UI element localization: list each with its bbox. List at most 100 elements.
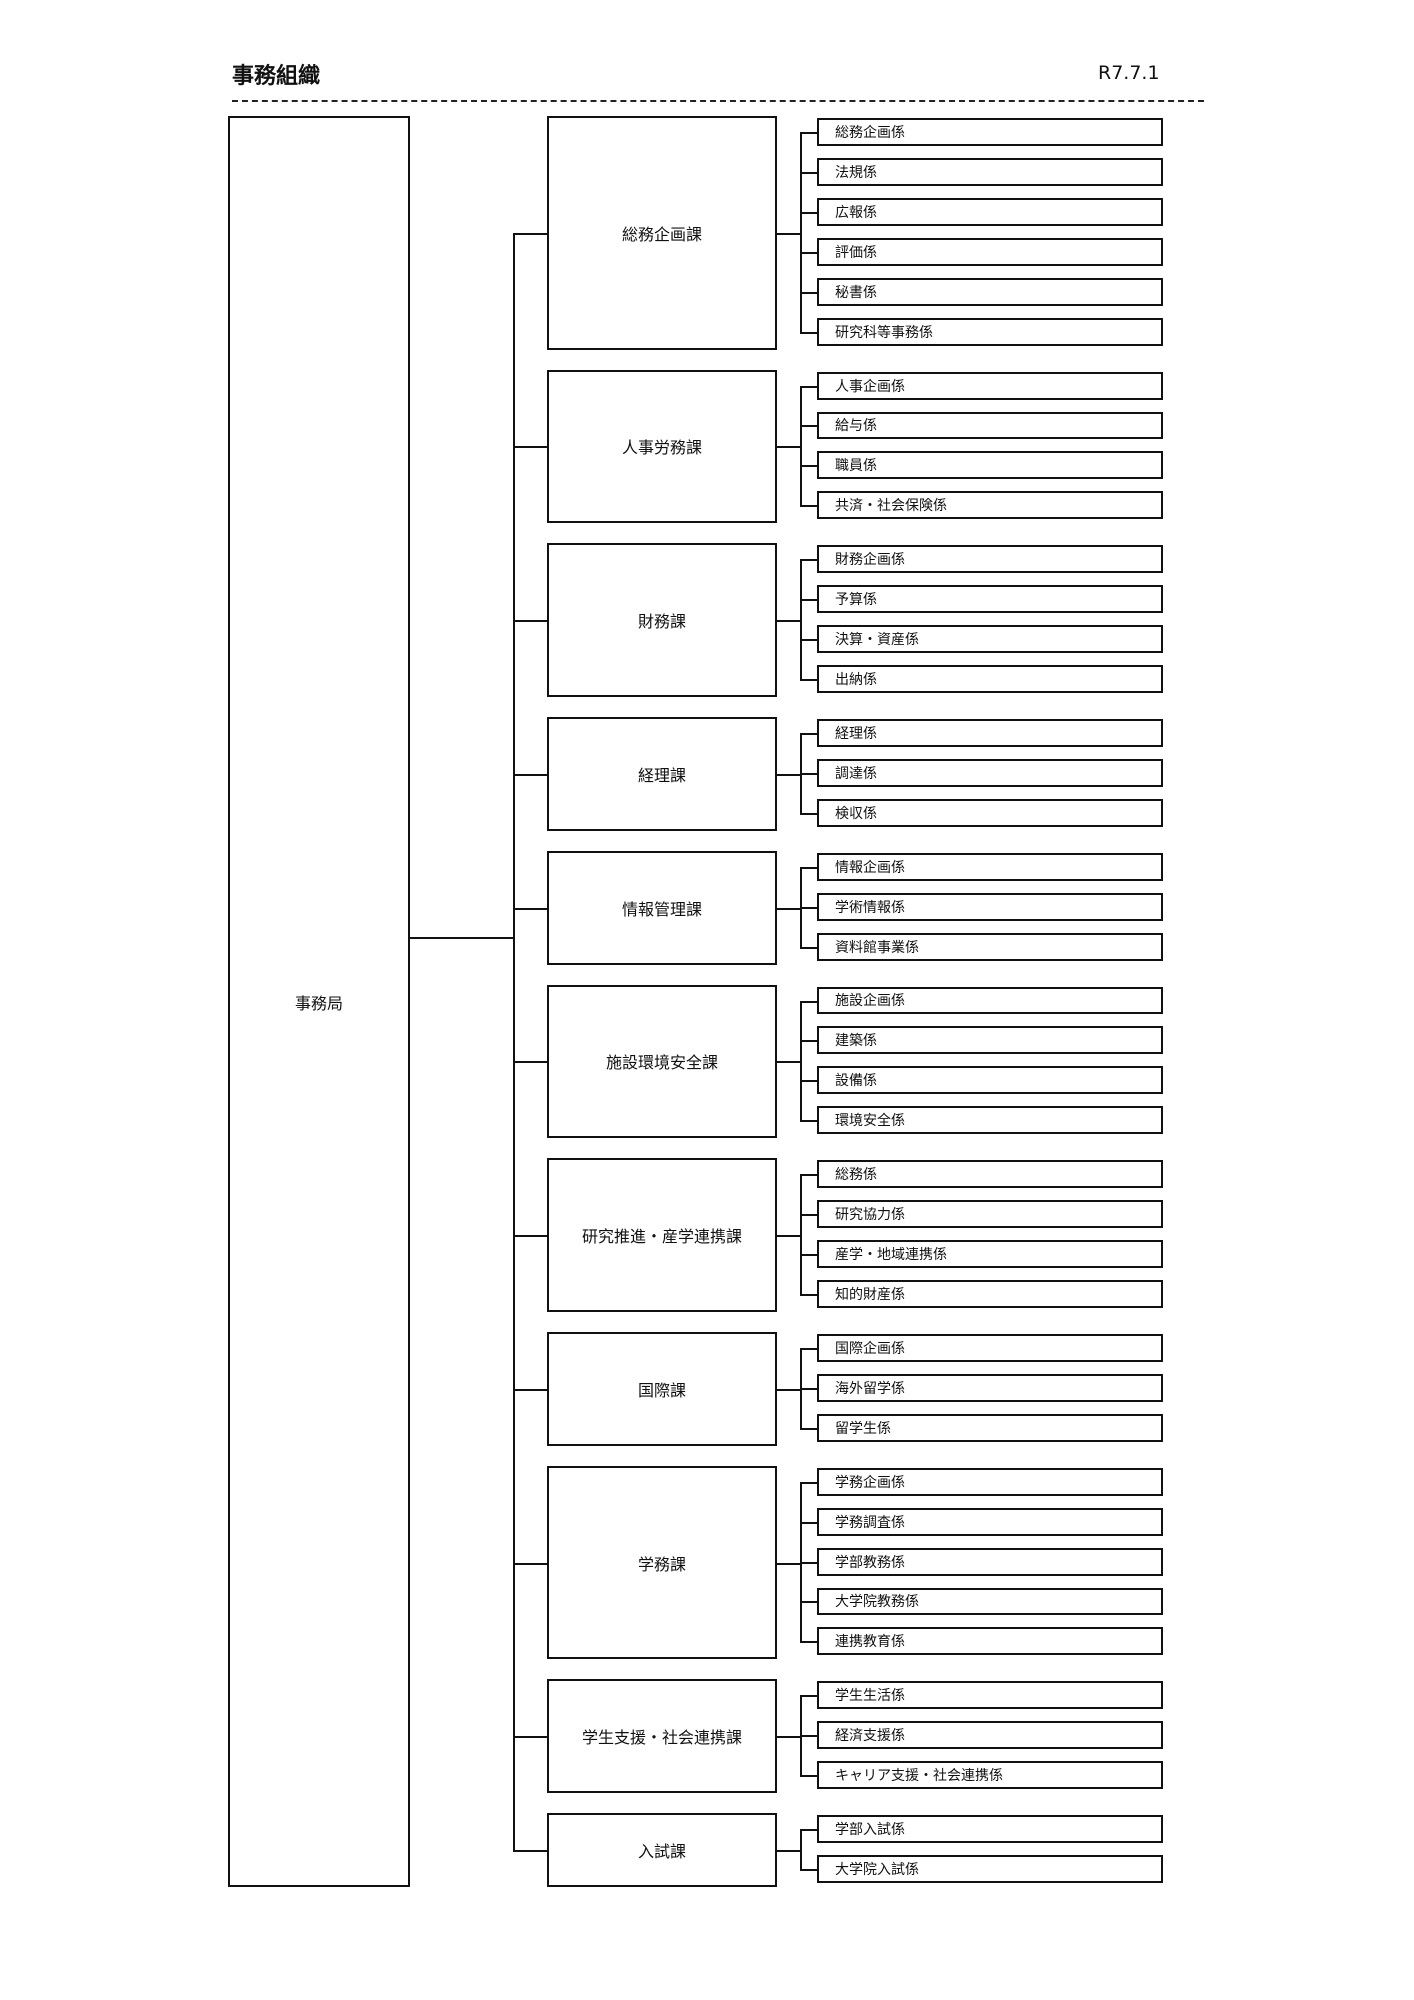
section-box: 施設環境安全課: [547, 984, 777, 1139]
unit-box: 総務係: [817, 1160, 1163, 1189]
unit-connector: [800, 679, 817, 682]
unit-spine-line: [800, 1174, 802, 1296]
unit-box: 決算・資産係: [817, 625, 1163, 654]
unit-box: 人事企画係: [817, 371, 1163, 400]
unit-connector: [800, 1254, 817, 1257]
unit-box: 建築係: [817, 1026, 1163, 1055]
section-connector: [513, 446, 547, 449]
unit-connector: [800, 251, 817, 254]
header-divider: [232, 100, 1204, 102]
unit-box: 職員係: [817, 451, 1163, 480]
section-to-units-connector: [777, 1061, 800, 1064]
unit-connector: [800, 1641, 817, 1644]
unit-connector: [800, 1481, 817, 1484]
unit-box: 学部教務係: [817, 1547, 1163, 1576]
unit-box: 学生生活係: [817, 1681, 1163, 1710]
section-to-units-connector: [777, 1736, 800, 1739]
unit-connector: [800, 1174, 817, 1177]
unit-connector: [800, 505, 817, 508]
unit-spine-line: [800, 559, 802, 682]
unit-box: 知的財産係: [817, 1280, 1163, 1308]
unit-connector: [800, 732, 817, 735]
section-connector: [513, 1235, 547, 1238]
unit-spine-line: [800, 131, 802, 334]
section-connector: [513, 1061, 547, 1064]
section-box: 情報管理課: [547, 850, 777, 965]
unit-box: 海外留学係: [817, 1373, 1163, 1402]
unit-box: 研究科等事務係: [817, 317, 1163, 346]
unit-box: 国際企画係: [817, 1333, 1163, 1362]
unit-connector: [800, 465, 817, 468]
unit-connector: [800, 1080, 817, 1083]
section-box: 学生支援・社会連携課: [547, 1679, 777, 1794]
unit-connector: [800, 385, 817, 388]
unit-spine-line: [800, 1829, 802, 1872]
unit-connector: [800, 906, 817, 909]
unit-box: 法規係: [817, 157, 1163, 186]
page-title: 事務組織: [232, 64, 321, 89]
unit-connector: [800, 1294, 817, 1296]
section-to-units-connector: [777, 1562, 800, 1565]
unit-box: 調達係: [817, 758, 1163, 787]
unit-connector: [800, 1120, 817, 1123]
unit-connector: [800, 1735, 817, 1738]
section-to-units-connector: [777, 773, 800, 776]
root-office-box: 事務局: [228, 116, 410, 1887]
unit-box: 経済支援係: [817, 1721, 1163, 1750]
unit-box: 学務企画係: [817, 1467, 1163, 1496]
unit-connector: [800, 772, 817, 775]
unit-box: 出納係: [817, 665, 1163, 693]
unit-connector: [800, 425, 817, 428]
unit-connector: [800, 1775, 817, 1778]
unit-connector: [800, 171, 817, 174]
unit-box: 資料館事業係: [817, 932, 1163, 961]
unit-connector: [800, 211, 817, 214]
root-connector: [410, 937, 513, 939]
section-box: 学務課: [547, 1465, 777, 1660]
unit-connector: [800, 1214, 817, 1217]
unit-connector: [800, 131, 817, 134]
revision-date: R7.7.1: [1098, 62, 1160, 84]
unit-connector: [800, 1347, 817, 1350]
unit-box: 共済・社会保険係: [817, 491, 1163, 520]
unit-connector: [800, 1829, 817, 1832]
unit-box: 総務企画係: [817, 118, 1163, 146]
section-to-units-connector: [777, 446, 800, 449]
section-box: 総務企画課: [547, 116, 777, 350]
unit-box: 学術情報係: [817, 892, 1163, 921]
unit-box: 検収係: [817, 798, 1163, 827]
section-box: 研究推進・産学連携課: [547, 1158, 777, 1312]
unit-connector: [800, 639, 817, 642]
section-box: 国際課: [547, 1331, 777, 1446]
unit-box: 情報企画係: [817, 852, 1163, 881]
unit-box: 留学生係: [817, 1413, 1163, 1442]
section-to-units-connector: [777, 1388, 800, 1391]
unit-box: 予算係: [817, 585, 1163, 614]
trunk-line: [513, 232, 515, 1853]
section-box: 人事労務課: [547, 369, 777, 524]
unit-box: 学部入試係: [817, 1815, 1163, 1844]
unit-box: 評価係: [817, 237, 1163, 266]
unit-connector: [800, 1521, 817, 1524]
section-to-units-connector: [777, 1850, 800, 1853]
unit-box: 秘書係: [817, 277, 1163, 306]
unit-box: 設備係: [817, 1066, 1163, 1095]
section-connector: [513, 907, 547, 910]
unit-spine-line: [800, 1000, 802, 1123]
section-connector: [513, 1736, 547, 1739]
unit-box: 給与係: [817, 411, 1163, 440]
unit-box: 財務企画係: [817, 545, 1163, 574]
unit-connector: [800, 559, 817, 562]
unit-box: 学務調査係: [817, 1507, 1163, 1536]
unit-box: 連携教育係: [817, 1627, 1163, 1656]
unit-connector: [800, 291, 817, 294]
unit-spine-line: [800, 385, 802, 508]
unit-box: 環境安全係: [817, 1106, 1163, 1135]
section-connector: [513, 620, 547, 623]
unit-box: 広報係: [817, 197, 1163, 226]
section-box: 入試課: [547, 1813, 777, 1887]
unit-connector: [800, 1695, 817, 1698]
section-connector: [513, 773, 547, 776]
unit-box: 産学・地域連携係: [817, 1240, 1163, 1269]
